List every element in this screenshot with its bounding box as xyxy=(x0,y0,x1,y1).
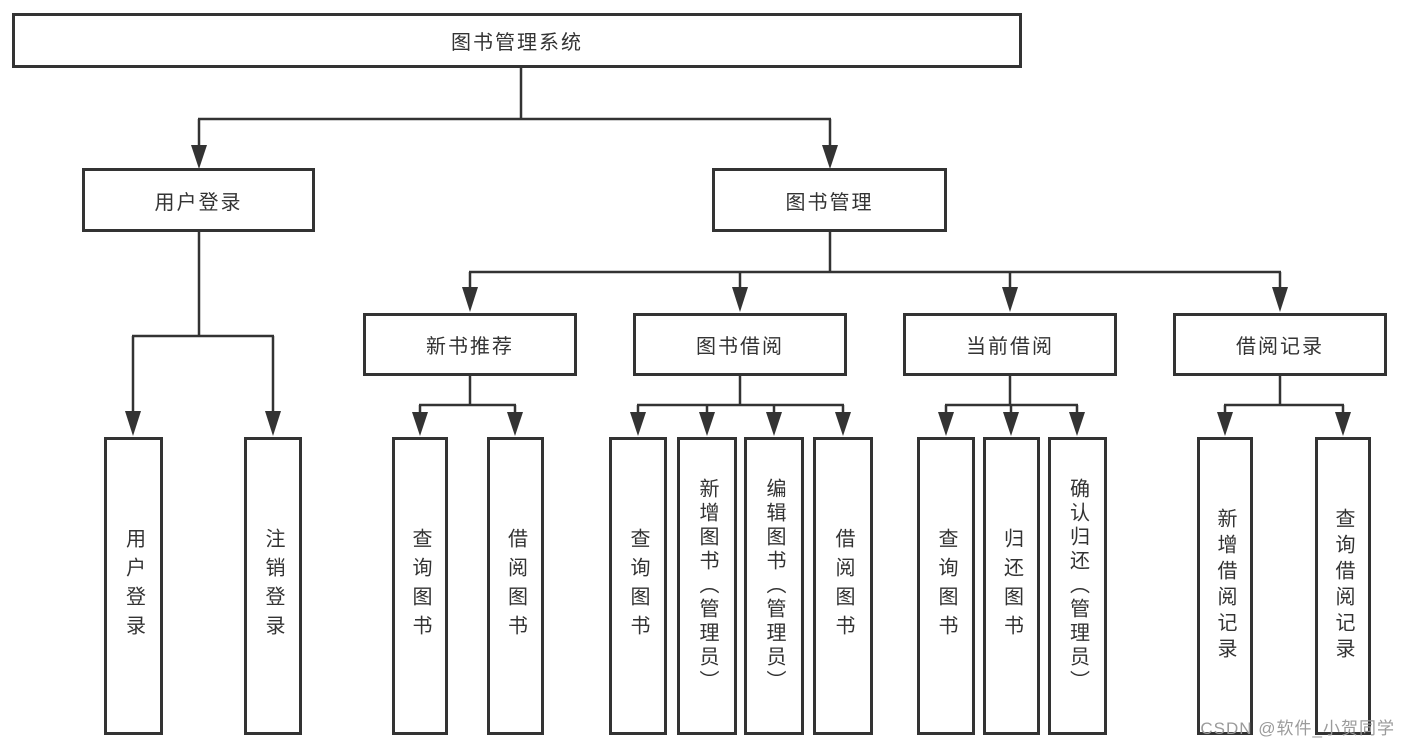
leaf-current-query-books: 查询图书 xyxy=(917,437,975,735)
leaf-newbook-query-books: 查询图书 xyxy=(392,437,448,735)
leaf-newbook-query-books-label: 查询图书 xyxy=(409,528,431,644)
leaf-records-query-borrow-record: 查询借阅记录 xyxy=(1315,437,1371,735)
node-book-borrowing-label: 图书借阅 xyxy=(696,336,784,358)
node-new-book-recommend: 新书推荐 xyxy=(363,313,577,376)
node-borrow-records: 借阅记录 xyxy=(1173,313,1387,376)
leaf-current-confirm-return-admin: 确认归还（管理员） xyxy=(1048,437,1107,735)
leaf-newbook-borrow-books-label: 借阅图书 xyxy=(504,528,527,644)
leaf-user-login: 用户登录 xyxy=(104,437,163,735)
watermark: CSDN @软件_小贺同学 xyxy=(1200,719,1395,738)
leaf-current-confirm-return-admin-label: 确认归还（管理员） xyxy=(1066,478,1089,694)
leaf-current-query-books-label: 查询图书 xyxy=(935,528,957,644)
leaf-borrow-borrow-books-label: 借阅图书 xyxy=(832,528,854,644)
node-current-borrowing: 当前借阅 xyxy=(903,313,1117,376)
leaf-borrow-edit-books-admin-label: 编辑图书（管理员） xyxy=(763,478,785,694)
node-new-book-recommend-label: 新书推荐 xyxy=(426,336,514,358)
leaf-records-add-borrow-record: 新增借阅记录 xyxy=(1197,437,1253,735)
leaf-logout: 注销登录 xyxy=(244,437,302,735)
leaf-borrow-edit-books-admin: 编辑图书（管理员） xyxy=(744,437,804,735)
node-user-login: 用户登录 xyxy=(82,168,315,232)
node-root-label: 图书管理系统 xyxy=(451,32,583,54)
leaf-current-return-books: 归还图书 xyxy=(983,437,1040,735)
leaf-newbook-borrow-books: 借阅图书 xyxy=(487,437,544,735)
leaf-borrow-borrow-books: 借阅图书 xyxy=(813,437,873,735)
node-book-borrowing: 图书借阅 xyxy=(633,313,847,376)
leaf-records-query-borrow-record-label: 查询借阅记录 xyxy=(1332,508,1354,664)
node-user-login-label: 用户登录 xyxy=(154,191,243,214)
node-current-borrowing-label: 当前借阅 xyxy=(966,336,1054,358)
leaf-records-add-borrow-record-label: 新增借阅记录 xyxy=(1214,508,1236,664)
node-book-management-label: 图书管理 xyxy=(785,191,874,214)
leaf-borrow-add-books-admin-label: 新增图书（管理员） xyxy=(696,478,718,694)
leaf-logout-label: 注销登录 xyxy=(262,528,284,644)
node-root: 图书管理系统 xyxy=(12,13,1022,68)
leaf-user-login-label: 用户登录 xyxy=(122,528,145,644)
node-borrow-records-label: 借阅记录 xyxy=(1236,336,1324,358)
leaf-borrow-query-books: 查询图书 xyxy=(609,437,667,735)
leaf-borrow-add-books-admin: 新增图书（管理员） xyxy=(677,437,737,735)
node-book-management: 图书管理 xyxy=(712,168,947,232)
leaf-borrow-query-books-label: 查询图书 xyxy=(627,528,649,644)
leaf-current-return-books-label: 归还图书 xyxy=(1000,528,1023,644)
